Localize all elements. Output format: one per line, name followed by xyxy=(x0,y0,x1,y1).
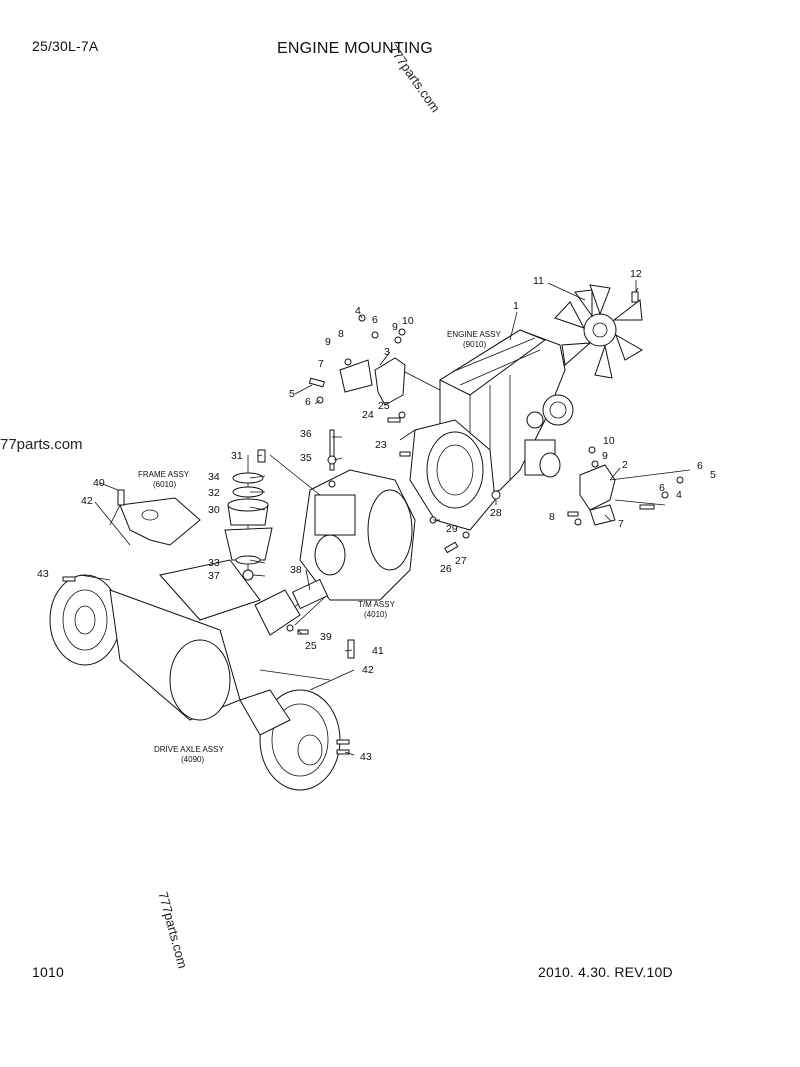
cooling-fan xyxy=(554,284,643,379)
output-shaft xyxy=(254,578,329,636)
callout: 6 xyxy=(305,396,311,408)
leader-lines xyxy=(79,280,637,756)
assembly-labels: ENGINE ASSY (9010) FRAME ASSY (6010) T/M… xyxy=(138,330,501,764)
callout: 29 xyxy=(446,523,458,535)
callout: 30 xyxy=(208,504,220,516)
watermark-left: 77parts.com xyxy=(0,436,83,453)
callout: 36 xyxy=(300,428,312,440)
callout: 40 xyxy=(93,477,105,489)
model-code: 25/30L-7A xyxy=(32,38,99,54)
callout: 32 xyxy=(208,487,220,499)
callout: 38 xyxy=(290,564,302,576)
callout: 12 xyxy=(630,268,642,280)
callout: 6 xyxy=(659,482,665,494)
frame-assy-code: (6010) xyxy=(153,480,176,489)
callout: 6 xyxy=(697,460,703,472)
fasteners xyxy=(62,291,684,755)
callout: 42 xyxy=(81,495,93,507)
part-callouts: 1 2 3 4 4 5 5 6 6 6 6 7 7 8 8 9 9 9 10 1… xyxy=(37,268,716,763)
callout: 8 xyxy=(338,328,344,340)
callout: 33 xyxy=(208,557,220,569)
left-engine-mount xyxy=(339,357,441,406)
callout: 6 xyxy=(372,314,378,326)
callout: 11 xyxy=(533,275,544,287)
callout: 5 xyxy=(289,388,295,400)
callout: 31 xyxy=(231,450,243,462)
callout: 7 xyxy=(618,518,624,530)
engine-assy-code: (9010) xyxy=(463,340,486,349)
callout: 9 xyxy=(602,450,608,462)
callout: 35 xyxy=(300,452,312,464)
callout: 24 xyxy=(362,409,374,421)
mount-stack xyxy=(224,449,273,581)
frame-bracket xyxy=(109,497,201,546)
callout: 4 xyxy=(676,489,682,501)
right-engine-mount xyxy=(579,464,691,526)
callout: 28 xyxy=(490,507,502,519)
callout: 27 xyxy=(455,555,467,567)
drive-axle-label: DRIVE AXLE ASSY xyxy=(154,745,224,754)
callout: 10 xyxy=(603,435,615,447)
drive-axle-code: (4090) xyxy=(181,755,204,764)
callout: 25 xyxy=(305,640,317,652)
callout: 39 xyxy=(320,631,332,643)
callout: 4 xyxy=(355,305,361,317)
callout: 3 xyxy=(384,346,390,358)
page-title: ENGINE MOUNTING xyxy=(277,40,433,57)
callout: 43 xyxy=(37,568,49,580)
engine-assy-label: ENGINE ASSY xyxy=(447,330,501,339)
callout: 34 xyxy=(208,471,220,483)
callout: 7 xyxy=(318,358,324,370)
callout: 41 xyxy=(372,645,384,657)
callout: 37 xyxy=(208,570,220,582)
frame-assy-label: FRAME ASSY xyxy=(138,470,190,479)
tm-assy-label: T/M ASSY xyxy=(358,600,396,609)
callout: 23 xyxy=(375,439,387,451)
revision-date: 2010. 4.30. REV.10D xyxy=(538,964,673,980)
callout: 43 xyxy=(360,751,372,763)
callout: 42 xyxy=(362,664,374,676)
callout: 25 xyxy=(378,400,390,412)
callout: 9 xyxy=(325,336,331,348)
flywheel-housing xyxy=(399,419,496,531)
drive-axle xyxy=(49,559,341,791)
callout: 26 xyxy=(440,563,452,575)
callout: 5 xyxy=(710,469,716,481)
tm-assy-code: (4010) xyxy=(364,610,387,619)
callout: 9 xyxy=(392,321,398,333)
page-number: 1010 xyxy=(32,964,64,980)
callout: 2 xyxy=(622,459,628,471)
callout: 8 xyxy=(549,511,555,523)
callout: 1 xyxy=(513,300,519,312)
callout: 10 xyxy=(402,315,414,327)
